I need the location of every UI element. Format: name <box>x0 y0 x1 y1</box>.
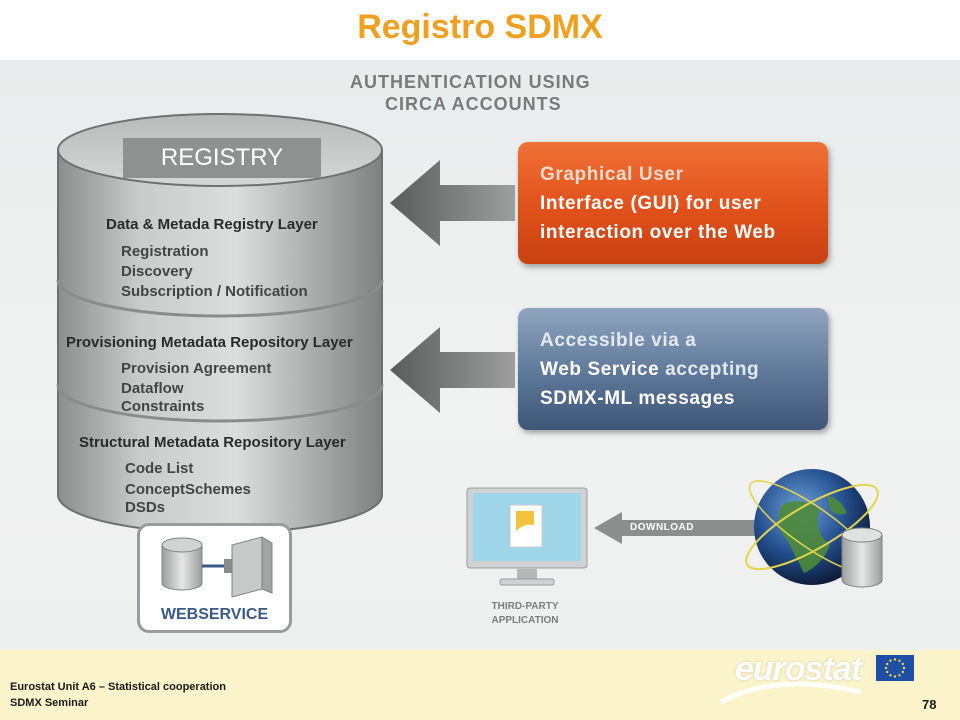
layer-item: Code List <box>125 460 194 477</box>
layer-item: DSDs <box>125 499 166 516</box>
gui-text: (GUI) for user <box>624 193 762 214</box>
gui-text: Graphical <box>540 164 634 185</box>
layer-item: Dataflow <box>121 380 184 397</box>
third-party-line: THIRD-PARTY <box>491 601 559 612</box>
page-number: 78 <box>922 697 937 712</box>
web-service-box: Accessible via a Web Service accepting S… <box>518 308 828 430</box>
gui-arrow-icon <box>390 160 515 246</box>
gui-text: Interface <box>540 193 625 214</box>
layer-title-data-metadata: Data & Metada Registry Layer <box>106 216 318 233</box>
ws-arrow-icon <box>390 327 515 413</box>
auth-line-2: CIRCA ACCOUNTS <box>385 94 562 114</box>
ws-text: accepting <box>659 359 760 380</box>
eurostat-swoosh-icon <box>719 681 862 705</box>
globe-icon <box>745 469 883 588</box>
download-label: DOWNLOAD <box>630 522 694 533</box>
layer-item: Subscription / Notification <box>121 283 308 300</box>
footer-unit-text: Eurostat Unit A6 – Statistical cooperati… <box>10 681 226 693</box>
gui-box: Graphical User Interface (GUI) for user … <box>518 142 828 264</box>
eurostat-logo-text: eurostat <box>735 650 862 688</box>
webservice-icon <box>161 536 273 598</box>
registry-label: REGISTRY <box>123 138 321 178</box>
eu-flag-icon <box>876 655 914 681</box>
ws-text: Accessible via a <box>540 330 697 351</box>
slide-title: Registro SDMX <box>357 8 603 46</box>
monitor-icon <box>466 487 588 586</box>
gui-text: interaction over the Web <box>540 222 776 243</box>
ws-text: Web Service <box>540 359 660 380</box>
ws-text: SDMX-ML messages <box>540 388 736 409</box>
download-arrow-icon <box>594 512 772 544</box>
layer-title-structural: Structural Metadata Repository Layer <box>79 434 346 451</box>
layer-item: ConceptSchemes <box>125 481 251 498</box>
third-party-line: APPLICATION <box>491 615 559 626</box>
third-party-label: THIRD-PARTY APPLICATION <box>470 600 580 628</box>
layer-item: Discovery <box>121 263 193 280</box>
webservice-label: WEBSERVICE <box>160 606 269 623</box>
layer-item: Provision Agreement <box>121 360 272 377</box>
layer-item: Constraints <box>121 398 205 415</box>
auth-line-1: AUTHENTICATION USING <box>350 72 591 92</box>
footer-seminar-text: SDMX Seminar <box>10 697 89 709</box>
gui-text: User <box>633 164 684 185</box>
layer-item: Registration <box>121 243 209 260</box>
layer-title-provisioning: Provisioning Metadata Repository Layer <box>66 334 353 351</box>
